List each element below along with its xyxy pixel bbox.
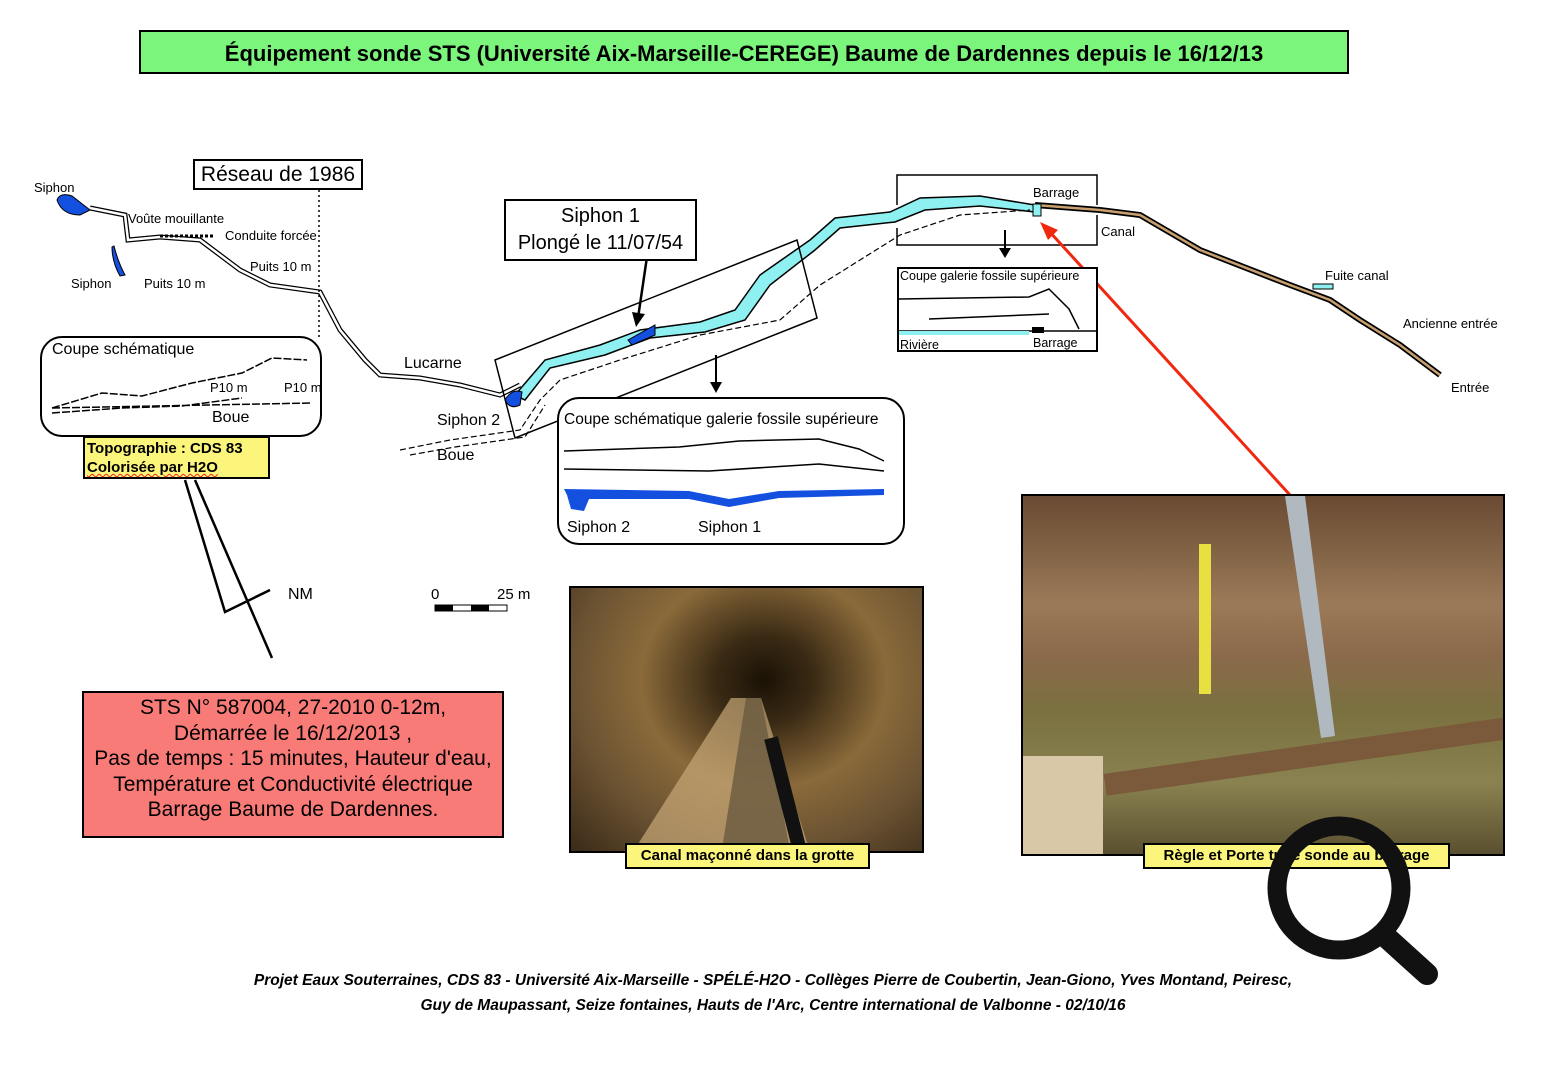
label-barrage: Barrage bbox=[1033, 336, 1078, 350]
label-p10: P10 m bbox=[210, 380, 248, 395]
topo-line: Colorisée par H2O bbox=[87, 459, 218, 476]
canal-caption: Canal maçonné dans la grotte bbox=[625, 843, 870, 869]
scale-bar-icon bbox=[434, 604, 508, 612]
siphon1-label: Siphon 1 Plongé le 11/07/54 bbox=[504, 199, 697, 261]
siphon1-title: Siphon 1 bbox=[561, 205, 640, 227]
reseau-label: Réseau de 1986 bbox=[193, 159, 363, 190]
label-canal: Canal bbox=[1101, 224, 1135, 239]
coupe-title: Coupe galerie fossile supérieure bbox=[900, 269, 1080, 283]
label-puits: Puits 10 m bbox=[250, 259, 312, 274]
label-entree: Entrée bbox=[1451, 380, 1490, 395]
coupe-title: Coupe schématique bbox=[52, 341, 195, 358]
label-nm: NM bbox=[288, 586, 313, 603]
label-ancienne: Ancienne entrée bbox=[1403, 316, 1498, 331]
siphon-water bbox=[56, 194, 91, 216]
coupe-schematique-left: Coupe schématique P10 m P10 m Boue bbox=[40, 336, 322, 437]
label-siphon: Siphon bbox=[34, 180, 75, 195]
scale-zero: 0 bbox=[431, 586, 440, 603]
coupe-galerie-right: Coupe galerie fossile supérieure Rivière… bbox=[897, 267, 1098, 352]
label-riviere: Rivière bbox=[900, 338, 939, 352]
coupe-title: Coupe schématique galerie fossile supéri… bbox=[564, 411, 879, 428]
label-p10: P10 m bbox=[284, 380, 322, 395]
info-line: STS N° 587004, 27-2010 0-12m, bbox=[139, 696, 447, 719]
canal-photo bbox=[569, 586, 924, 853]
coupe-schematique-mid: Coupe schématique galerie fossile supéri… bbox=[557, 397, 905, 545]
label-siphon2: Siphon 2 bbox=[437, 412, 501, 429]
scale-25: 25 m bbox=[497, 586, 531, 603]
label-boue: Boue bbox=[437, 447, 475, 464]
info-line: Démarrée le 16/12/2013 , bbox=[173, 721, 413, 745]
magnifier-icon[interactable] bbox=[1265, 812, 1445, 992]
topo-credit: Topographie : CDS 83 Colorisée par H2O bbox=[83, 436, 270, 479]
footer-line: Projet Eaux Souterraines, CDS 83 - Unive… bbox=[253, 972, 1293, 989]
siphon1-date: Plongé le 11/07/54 bbox=[517, 232, 684, 254]
label-siphon2: Siphon 2 bbox=[567, 519, 631, 536]
page-title: Équipement sonde STS (Université Aix-Mar… bbox=[139, 30, 1349, 74]
footer-line: Guy de Maupassant, Seize fontaines, Haut… bbox=[420, 997, 1126, 1014]
label-voute: Voûte mouillante bbox=[128, 211, 225, 226]
label-puits: Puits 10 m bbox=[144, 276, 206, 291]
siphon-water bbox=[111, 245, 126, 277]
sts-info-box: STS N° 587004, 27-2010 0-12m, Démarrée l… bbox=[82, 691, 504, 838]
footer-credits: Projet Eaux Souterraines, CDS 83 - Unive… bbox=[0, 968, 1546, 1018]
label-barrage: Barrage bbox=[1033, 185, 1080, 200]
label-boue: Boue bbox=[212, 409, 250, 426]
north-arrow-icon bbox=[183, 479, 274, 659]
info-line: Température et Conductivité électrique bbox=[113, 772, 473, 796]
topo-line: Topographie : CDS 83 bbox=[87, 440, 243, 457]
label-conduite: Conduite forcée bbox=[225, 228, 317, 243]
info-line: Barrage Baume de Dardennes. bbox=[147, 798, 439, 821]
barrage-photo bbox=[1021, 494, 1505, 856]
label-siphon1: Siphon 1 bbox=[698, 519, 762, 536]
label-siphon: Siphon bbox=[71, 276, 112, 291]
label-fuite: Fuite canal bbox=[1325, 268, 1389, 283]
label-lucarne: Lucarne bbox=[404, 355, 462, 372]
info-line: Pas de temps : 15 minutes, Hauteur d'eau… bbox=[94, 747, 492, 770]
